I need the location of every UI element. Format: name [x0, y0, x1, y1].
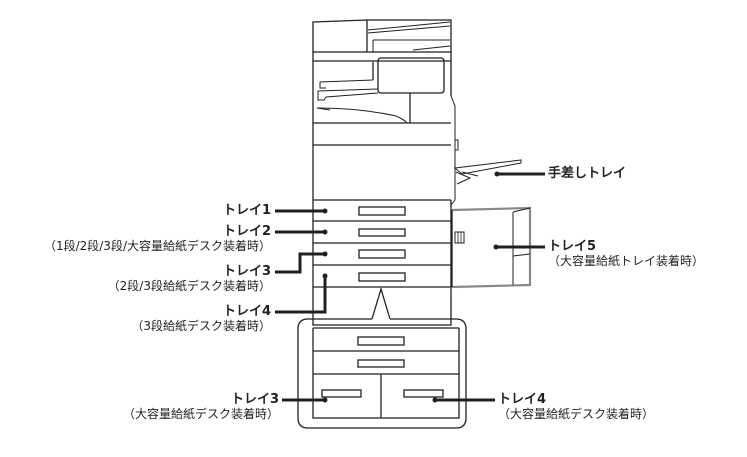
label-note: （大容量給紙デスク装着時） — [122, 407, 279, 421]
printer-body — [297, 19, 532, 429]
callout-bubble — [297, 318, 467, 429]
label-note: （2段/3段給紙デスク装着時） — [107, 279, 271, 293]
tray4-handle — [358, 272, 406, 282]
large-capacity-desk — [312, 327, 460, 419]
paper-desk — [312, 200, 452, 326]
label-note: （3段給紙デスク装着時） — [131, 319, 271, 333]
label-manual-tray: 手差しトレイ — [548, 166, 626, 181]
label-tray1: トレイ1 — [223, 203, 271, 218]
label-name: 手差しトレイ — [548, 166, 627, 181]
label-name: トレイ1 — [222, 203, 271, 218]
tray1-handle — [358, 206, 406, 216]
label-name: トレイ3 — [222, 264, 271, 279]
leader-tray3 — [275, 252, 325, 274]
label-tray3: トレイ3 （2段/3段給紙デスク装着時） — [108, 264, 271, 294]
label-tray3-lcc: トレイ3 （大容量給紙デスク装着時） — [123, 392, 279, 422]
label-name: トレイ4 — [498, 392, 547, 407]
label-tray5: トレイ5 （大容量給紙トレイ装着時） — [548, 239, 704, 269]
label-note: （大容量給紙トレイ装着時） — [548, 254, 705, 268]
leader-tray4 — [275, 276, 327, 314]
leader-dots — [322, 171, 500, 403]
tray2-handle — [358, 228, 406, 237]
leader-lines — [275, 172, 545, 402]
label-note: （大容量給紙デスク装着時） — [498, 407, 655, 421]
manual-bypass-tray — [453, 159, 522, 185]
label-name: トレイ3 — [230, 392, 279, 407]
label-name: トレイ5 — [548, 239, 597, 254]
document-feeder — [312, 19, 452, 53]
label-name: トレイ2 — [222, 224, 271, 239]
label-note: （1段/2段/3段/大容量給紙デスク装着時） — [43, 239, 271, 253]
tray3-handle — [358, 249, 406, 259]
operation-panel — [377, 57, 445, 94]
label-tray4: トレイ4 （3段給紙デスク装着時） — [131, 304, 271, 334]
callout-pointer — [371, 286, 391, 320]
label-name: トレイ4 — [222, 304, 271, 319]
label-tray4-lcc: トレイ4 （大容量給紙デスク装着時） — [498, 392, 654, 422]
label-tray2: トレイ2 （1段/2段/3段/大容量給紙デスク装着時） — [44, 224, 271, 254]
